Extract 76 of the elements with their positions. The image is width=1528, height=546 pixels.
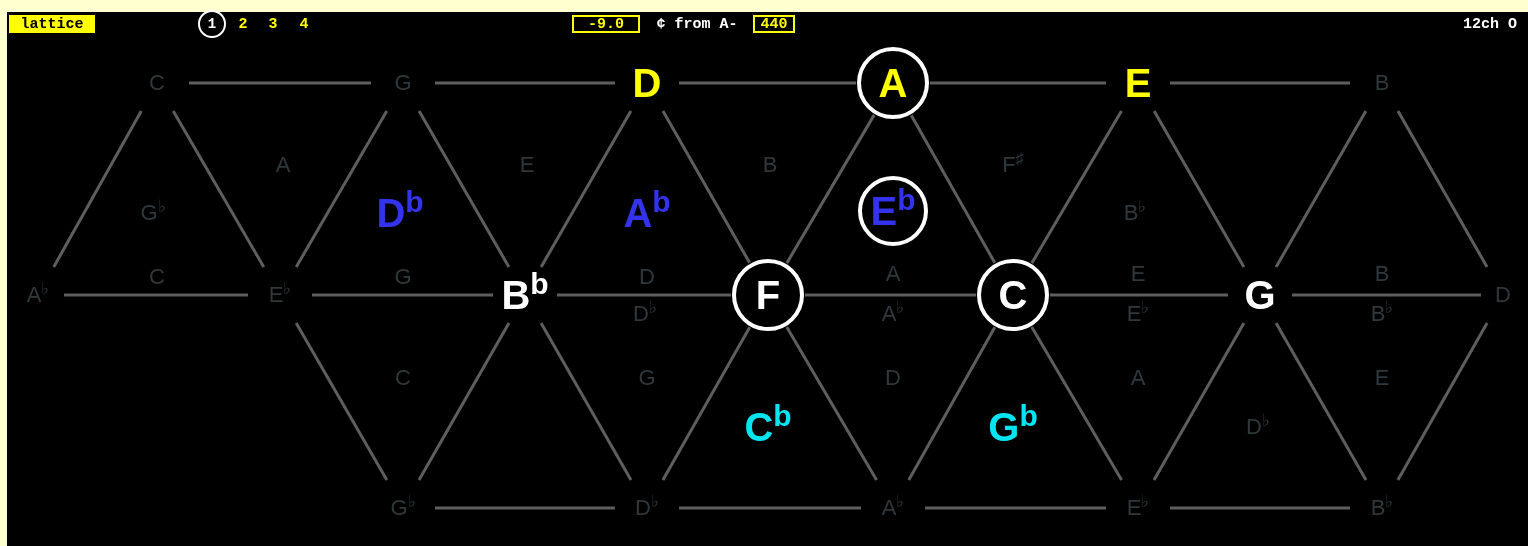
lattice-line — [417, 322, 511, 481]
note-name: B$^{b}$ — [493, 267, 557, 323]
lattice-line — [1396, 322, 1489, 481]
lattice-line — [435, 81, 615, 85]
note-name: C — [125, 55, 189, 111]
lattice-line — [312, 293, 493, 297]
chord-name: D — [639, 266, 655, 288]
lattice-line — [539, 322, 633, 481]
option-number: 4 — [299, 16, 309, 32]
note-name: G$^{♭}$ — [371, 480, 435, 536]
lattice-line — [661, 326, 752, 481]
chord-name: E — [519, 154, 535, 176]
note-name: E — [1106, 55, 1170, 111]
cents-field: -9.0 — [572, 15, 640, 33]
note-name: D$^{♭}$ — [615, 480, 679, 536]
lattice-line — [64, 293, 248, 297]
lattice-line — [189, 81, 371, 85]
lattice-line — [679, 81, 856, 85]
note-name: G — [371, 55, 435, 111]
pitch-field: 440 — [753, 15, 795, 33]
lattice-line — [1396, 110, 1489, 268]
lattice-line — [785, 114, 876, 264]
lattice-line — [435, 506, 615, 510]
chord-name: F$^{♯}$ — [1002, 154, 1024, 176]
lattice-line — [661, 110, 751, 264]
note-name: B — [1350, 55, 1414, 111]
chord-name: D — [885, 367, 901, 389]
chord-name: B — [762, 154, 778, 176]
lattice-line — [557, 293, 731, 297]
reference-text: ¢ from A- — [656, 16, 738, 32]
chord-name: E — [1130, 263, 1146, 285]
lattice-line — [171, 110, 266, 268]
lattice-line — [907, 326, 997, 481]
lattice-line — [930, 81, 1106, 85]
option-number: 2 — [238, 16, 248, 32]
lattice-line — [785, 326, 878, 481]
chord-name: A — [1130, 367, 1146, 389]
chord-name: A — [885, 263, 901, 285]
note-name: G — [1228, 267, 1292, 323]
lattice-line — [539, 110, 633, 268]
status-text: 12ch O — [1463, 16, 1517, 32]
lattice-line — [1292, 293, 1481, 297]
lattice-line — [1050, 293, 1228, 297]
note-name: B$^{♭}$ — [1350, 480, 1414, 536]
chord-name: B — [1374, 263, 1390, 285]
mode-tag: lattice — [9, 15, 95, 33]
note-name: D — [1481, 267, 1525, 323]
lattice-line — [417, 110, 511, 268]
lattice-line — [925, 506, 1106, 510]
chord-name: G — [394, 266, 412, 288]
lattice-line — [805, 293, 976, 297]
lattice-line — [1030, 326, 1123, 481]
note-name: A$^{♭}$ — [12, 267, 64, 323]
lattice-line — [1274, 110, 1368, 268]
lattice-line — [1170, 506, 1350, 510]
selected-number: 1 — [198, 10, 226, 38]
chord-name: C — [149, 266, 165, 288]
option-number: 3 — [268, 16, 278, 32]
lattice-line — [679, 506, 861, 510]
note-name: E$^{♭}$ — [248, 267, 312, 323]
note-name: A$^{♭}$ — [861, 480, 925, 536]
chord-name: E — [1374, 367, 1390, 389]
lattice-line — [909, 114, 997, 264]
lattice-line — [1030, 110, 1123, 264]
lattice-line — [1170, 81, 1350, 85]
chord-name: G — [638, 367, 656, 389]
lattice-line — [1152, 110, 1246, 268]
note-name: D — [615, 55, 679, 111]
lattice-line — [1274, 322, 1368, 481]
note-name: E$^{♭}$ — [1106, 480, 1170, 536]
lattice-line — [1152, 322, 1246, 481]
chord-name: A — [275, 154, 291, 176]
lattice-line — [52, 110, 143, 268]
lattice-line — [294, 110, 389, 268]
chord-name: C — [395, 367, 411, 389]
lattice-line — [294, 322, 389, 481]
